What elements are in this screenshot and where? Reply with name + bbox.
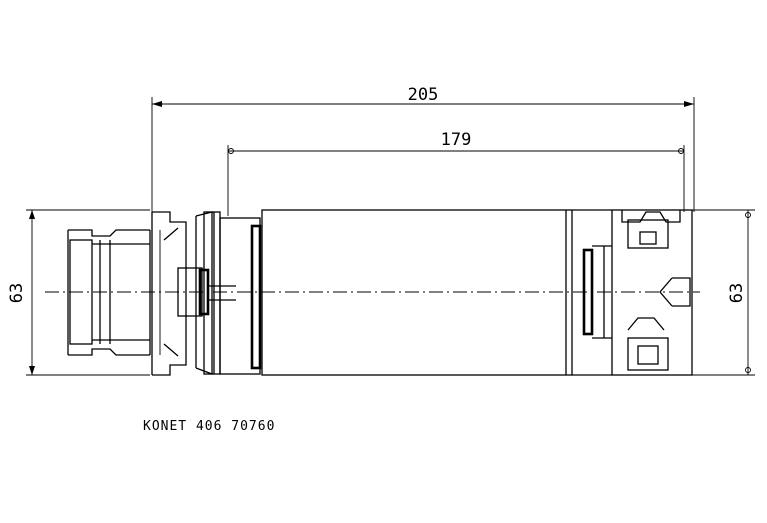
overall-length-label: 205 bbox=[408, 85, 439, 105]
left-diameter-label: 63 bbox=[7, 283, 27, 303]
collet-nut bbox=[67, 211, 187, 376]
dimension-left-diameter: 63 bbox=[7, 209, 150, 376]
dimension-overall-length: 205 bbox=[151, 85, 695, 212]
front-flange bbox=[219, 217, 262, 375]
collet-clamp bbox=[177, 211, 236, 375]
rear-cap bbox=[582, 209, 693, 376]
dimension-body-length: 179 bbox=[227, 130, 685, 216]
right-diameter-label: 63 bbox=[727, 283, 747, 303]
body-length-label: 179 bbox=[441, 130, 472, 150]
part-number-caption: KONET 406 70760 bbox=[143, 419, 275, 434]
spindle-body bbox=[261, 209, 612, 376]
